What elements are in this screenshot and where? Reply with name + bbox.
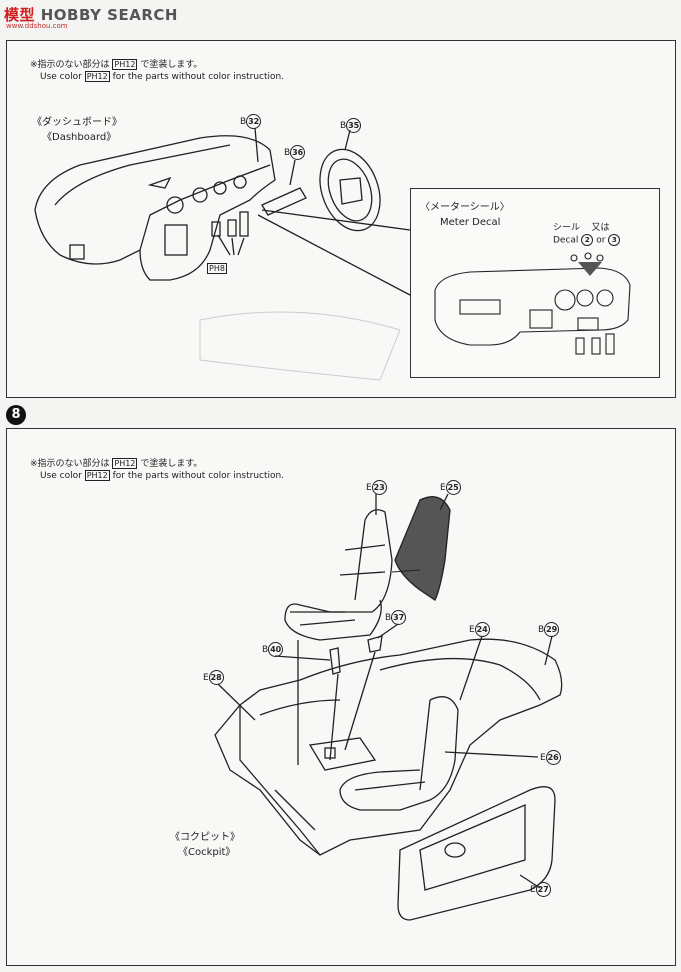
step7-note-jp-end: で塗装します。 [140, 60, 203, 70]
step8-note-en-color: PH12 [84, 470, 110, 481]
step7-note-jp: ※指示のない部分は [30, 60, 110, 70]
step8-note-jp-end: で塗装します。 [140, 459, 203, 469]
dashboard-label-jp: 《ダッシュボード》 [32, 117, 122, 128]
meter-decal-label: 〈メーターシール〉 Meter Decal [420, 200, 510, 230]
logo-sub: www.ddshou.com [6, 22, 68, 30]
dashboard-label: 《ダッシュボード》 《Dashboard》 [32, 115, 122, 145]
site-logo[interactable]: 模型 HOBBY SEARCH [4, 4, 178, 25]
cockpit-panel [6, 428, 676, 966]
decal-choice: シール 又は Decal 2 or 3 [553, 222, 621, 247]
cockpit-label-en: 《Cockpit》 [178, 847, 236, 858]
logo-en: HOBBY SEARCH [40, 6, 178, 24]
step-number-8: 8 [6, 405, 26, 425]
step7-note-en-color: PH12 [84, 71, 110, 82]
cockpit-label-jp: 《コクピット》 [170, 832, 240, 843]
step7-note: ※指示のない部分は PH12 で塗装します。 Use color PH12 fo… [30, 59, 284, 83]
step7-note-jp-color: PH12 [112, 59, 138, 70]
meter-decal-inset [410, 188, 660, 378]
pedal-color-ref: PH8 [207, 263, 227, 274]
meter-decal-jp: 〈メーターシール〉 [420, 202, 510, 213]
step8-note-en-post: for the parts without color instruction. [112, 471, 285, 481]
cockpit-label: 《コクピット》 《Cockpit》 [170, 830, 240, 860]
dashboard-label-en: 《Dashboard》 [42, 132, 117, 143]
step8-note: ※指示のない部分は PH12 で塗装します。 Use color PH12 fo… [30, 458, 284, 482]
logo-cn: 模型 [4, 6, 36, 24]
step8-note-jp: ※指示のない部分は [30, 459, 110, 469]
step8-note-en-pre: Use color [40, 471, 82, 481]
meter-decal-en: Meter Decal [440, 217, 501, 228]
step8-note-jp-color: PH12 [112, 458, 138, 469]
step7-note-en-pre: Use color [40, 72, 82, 82]
step7-note-en-post: for the parts without color instruction. [112, 72, 285, 82]
